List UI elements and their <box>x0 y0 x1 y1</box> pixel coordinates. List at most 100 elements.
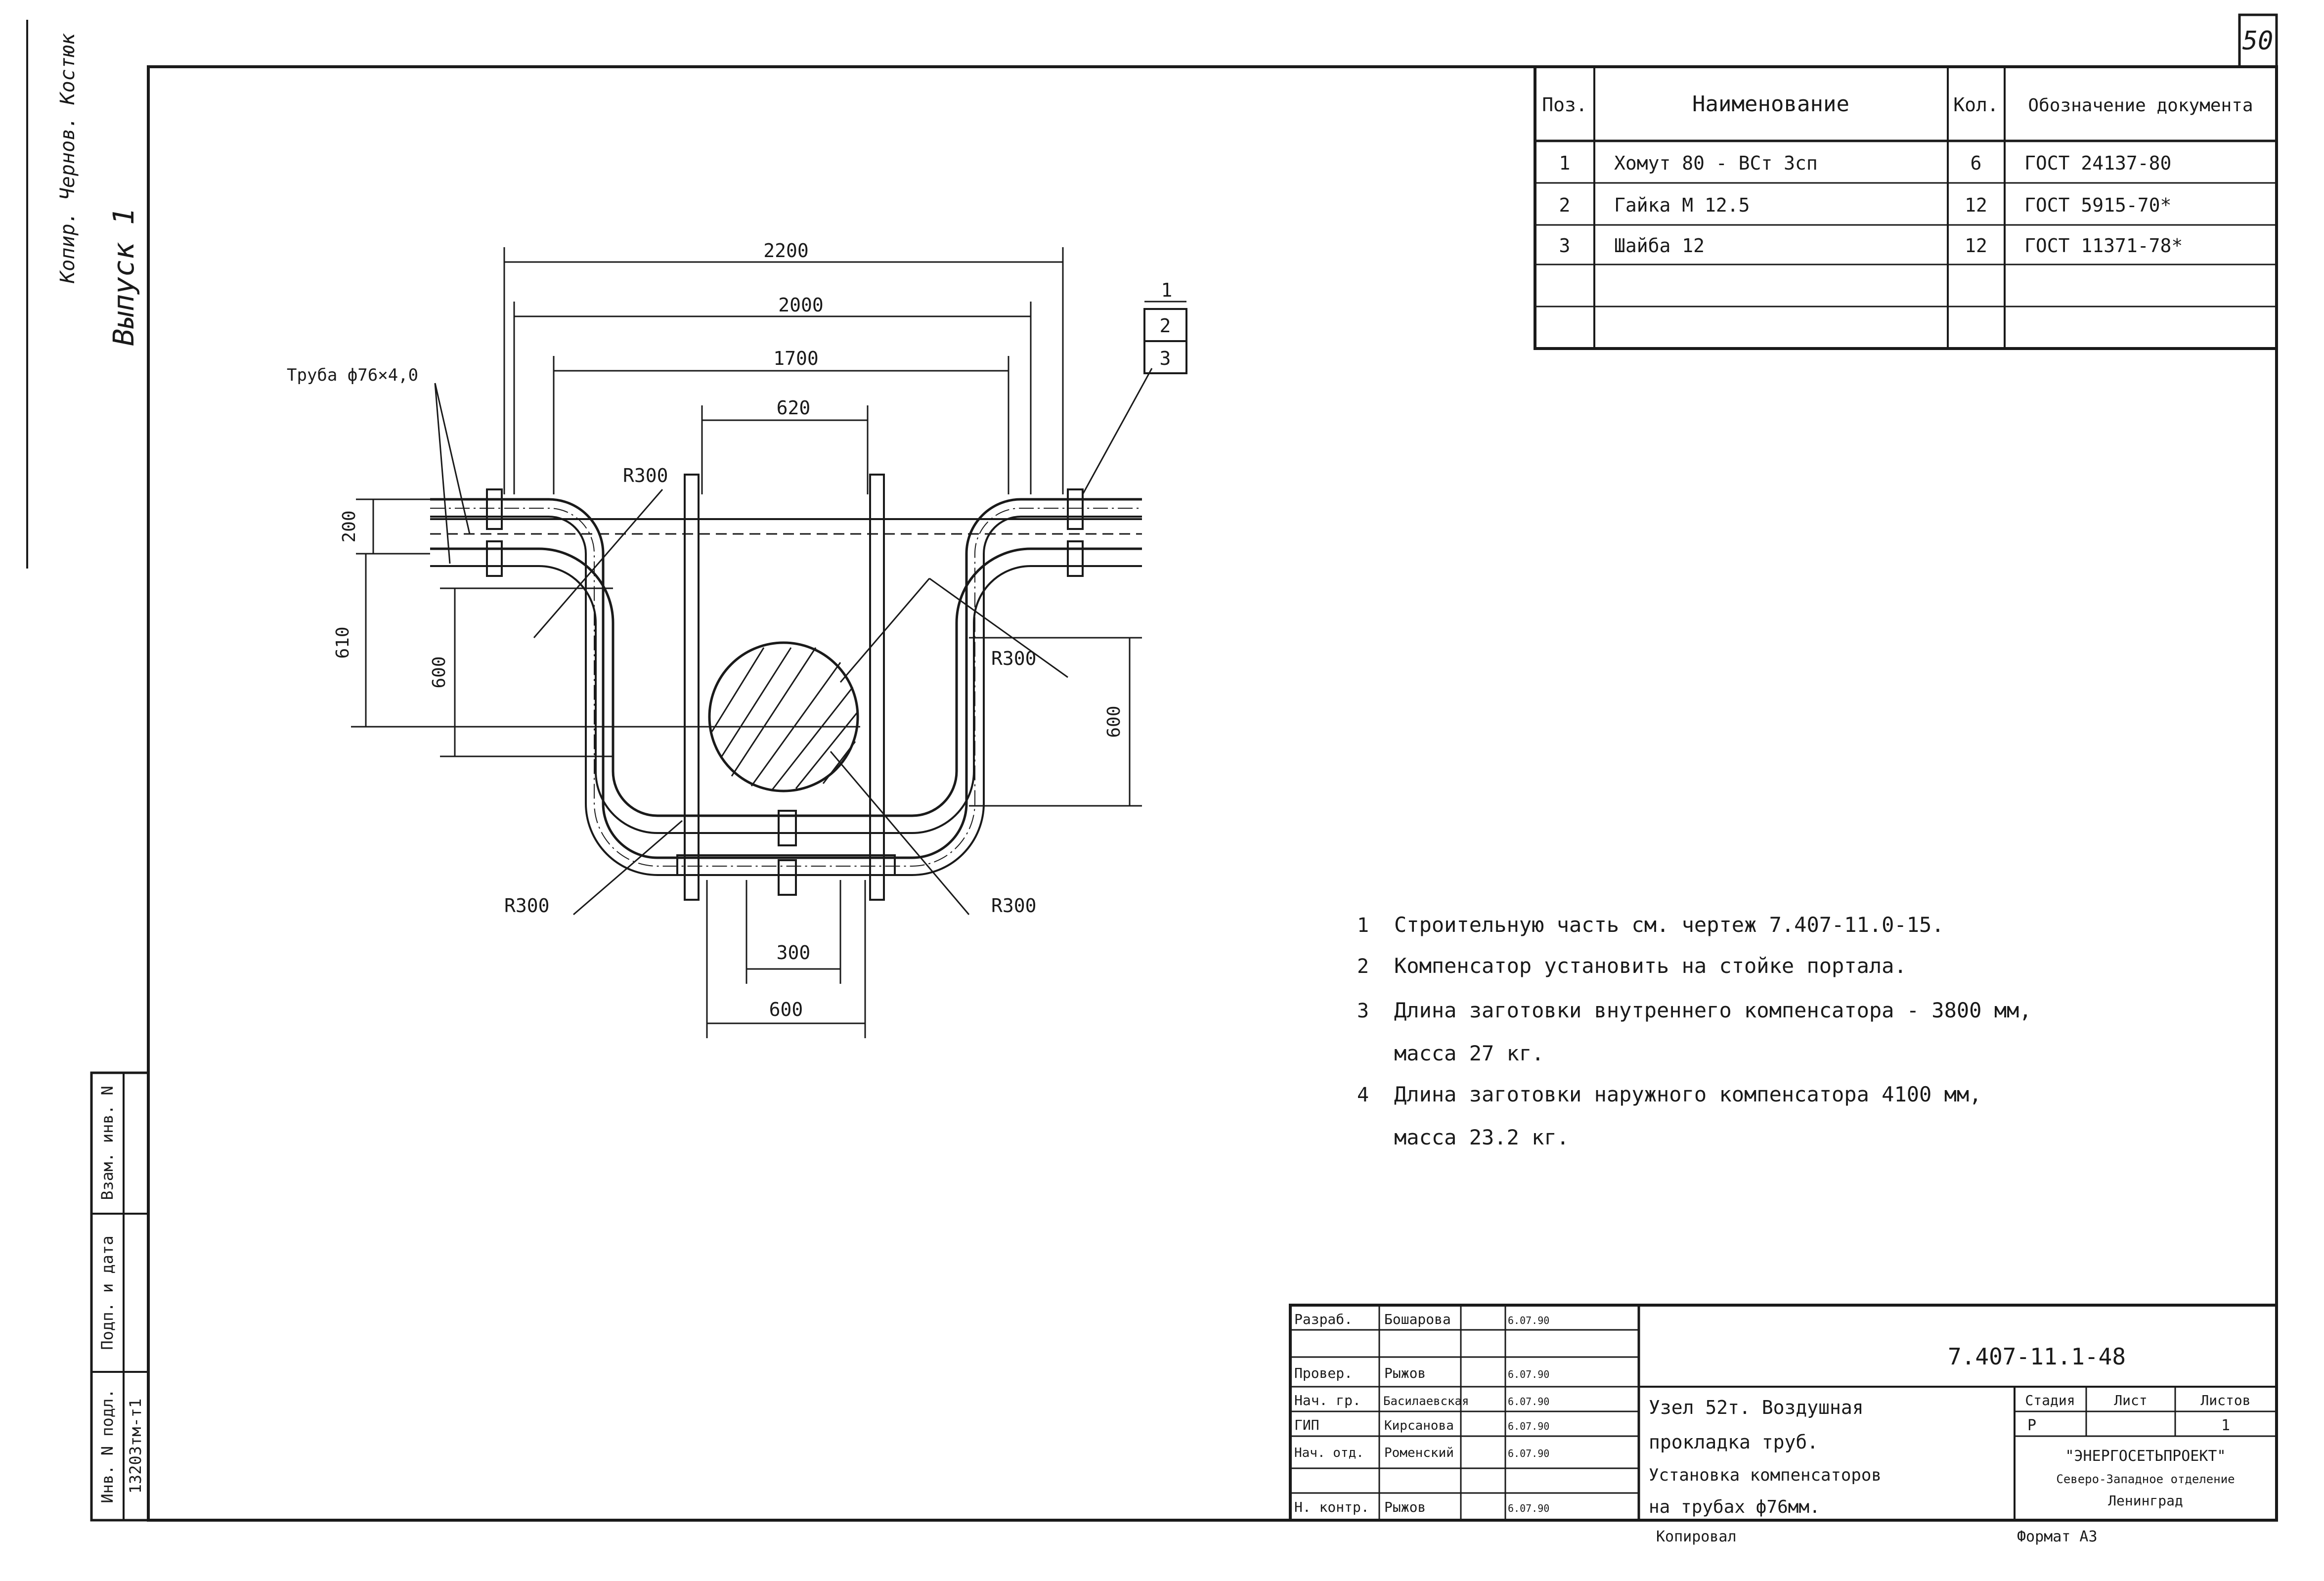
title-line: на трубах ф76мм. <box>1649 1497 1820 1517</box>
series-note: Выпуск 1 <box>107 208 140 346</box>
spec-header-qty: Кол. <box>1953 94 1999 116</box>
page-number: 50 <box>2242 26 2274 56</box>
dimension-label: 1700 <box>773 348 819 369</box>
left-margin-notes: Копир. Чернов. Костюк Выпуск 1 <box>26 20 140 569</box>
signer-role: Разраб. <box>1294 1311 1353 1327</box>
signer-name: Басилаевская <box>1383 1394 1469 1408</box>
spec-cell: ГОСТ 11371-78* <box>2024 235 2183 257</box>
hatch <box>711 647 859 791</box>
clamp <box>486 540 503 577</box>
note-text: Длина заготовки внутреннего компенсатора… <box>1394 998 2032 1022</box>
dimension-label: 300 <box>777 942 811 964</box>
signer-date: 6.07.90 <box>1508 1396 1549 1407</box>
signer-role: Н. контр. <box>1294 1499 1369 1515</box>
portal-post-right <box>869 474 885 901</box>
dimension-label: 600 <box>429 656 449 688</box>
signer-role: Провер. <box>1294 1365 1353 1381</box>
pipe-label: Труба ф76×4,0 <box>287 365 418 385</box>
spec-cell: 6 <box>1971 152 1982 174</box>
title-line: прокладка труб. <box>1649 1431 1818 1453</box>
org-line: Ленинград <box>2108 1493 2183 1509</box>
signer-name: Рыжов <box>1384 1499 1426 1515</box>
inv-number: 13203тм-т1 <box>126 1399 145 1494</box>
spec-header-pos: Поз. <box>1542 94 1587 116</box>
spec-cell: Гайка М 12.5 <box>1614 194 1750 216</box>
note-text: масса 27 кг. <box>1394 1041 1544 1065</box>
dimension-labels: 2200 2000 1700 620 200 610 600 600 300 6… <box>287 240 1172 1020</box>
org-line: Северо-Западное отделение <box>2056 1472 2235 1486</box>
spec-table <box>1534 65 2278 350</box>
spec-cell: 12 <box>1965 235 1987 257</box>
note-number: 3 <box>1357 1000 1369 1022</box>
note-text: Длина заготовки наружного компенсатора 4… <box>1394 1082 1981 1106</box>
dimension-label: 200 <box>339 510 359 542</box>
notes: 1 Строительную часть см. чертеж 7.407-11… <box>1357 913 2032 1149</box>
dimension-label: 2000 <box>778 294 824 316</box>
stamp-row-label: Инв. N подл. <box>98 1389 117 1503</box>
stage-label: Стадия <box>2025 1392 2075 1408</box>
callout-number: 1 <box>1161 279 1173 301</box>
radius-label: R300 <box>991 895 1037 917</box>
stamp-row-label: Взам. инв. N <box>98 1086 117 1200</box>
dimension-label: 600 <box>1104 705 1124 738</box>
radius-label: R300 <box>991 648 1037 669</box>
org-name: "ЭНЕРГОСЕТЬПРОЕКТ" <box>2065 1448 2226 1465</box>
spec-cell: ГОСТ 5915-70* <box>2024 194 2171 216</box>
pipe-drawing <box>351 247 1187 1038</box>
spec-header-doc: Обозначение документа <box>2028 95 2253 116</box>
signer-date: 6.07.90 <box>1508 1448 1549 1459</box>
signer-date: 6.07.90 <box>1508 1368 1549 1380</box>
sheets-label: Листов <box>2200 1392 2250 1408</box>
callout-number: 3 <box>1160 348 1171 369</box>
sheets-value: 1 <box>2221 1417 2230 1434</box>
title-line: Узел 52т. Воздушная <box>1649 1397 1864 1418</box>
dimension-label: 2200 <box>763 240 809 262</box>
signer-date: 6.07.90 <box>1508 1502 1549 1514</box>
signer-date: 6.07.90 <box>1508 1315 1549 1326</box>
signer-role: Нач. отд. <box>1294 1446 1364 1460</box>
note-text: Строительную часть см. чертеж 7.407-11.0… <box>1394 913 1944 937</box>
signer-name: Роменский <box>1384 1446 1454 1460</box>
signer-role: Нач. гр. <box>1294 1392 1361 1408</box>
dimension-label: 600 <box>769 999 803 1020</box>
outer-compensator <box>430 498 1142 859</box>
left-stamp: Инв. N подл. Подп. и дата Взам. инв. N 1… <box>90 1071 150 1522</box>
spec-cell: 1 <box>1559 152 1571 174</box>
spec-cell: 3 <box>1559 235 1571 257</box>
callout-number: 2 <box>1160 315 1171 337</box>
spec-header-name: Наименование <box>1692 91 1849 117</box>
doc-code: 7.407-11.1-48 <box>1948 1343 2126 1370</box>
spec-cell: 2 <box>1559 194 1571 216</box>
column-section <box>708 641 859 792</box>
signer-role: ГИП <box>1294 1417 1319 1433</box>
dimension-label: 620 <box>777 397 811 419</box>
clamp <box>486 488 503 530</box>
signer-name: Кирсанова <box>1384 1418 1454 1433</box>
note-text: масса 23.2 кг. <box>1394 1125 1569 1149</box>
copied-label: Копировал <box>1656 1528 1737 1545</box>
note-number: 1 <box>1357 914 1369 937</box>
radius-label: R300 <box>504 895 550 917</box>
spec-cell: ГОСТ 24137-80 <box>2024 152 2171 174</box>
spec-cell: Шайба 12 <box>1614 235 1705 257</box>
stage-value: Р <box>2027 1417 2036 1434</box>
format-label: Формат А3 <box>2017 1528 2098 1545</box>
copier-signature: Копир. Чернов. Костюк <box>56 33 79 284</box>
clamp <box>1067 540 1084 577</box>
title-block <box>1289 1304 2278 1522</box>
note-number: 4 <box>1357 1084 1369 1106</box>
spec-cell: Хомут 80 - ВСт 3сп <box>1614 152 1818 174</box>
title-line: Установка компенсаторов <box>1649 1465 1882 1485</box>
signer-name: Бошарова <box>1384 1311 1451 1327</box>
title-block-text: Разраб. Бошарова 6.07.90 Провер. Рыжов 6… <box>1294 1311 2251 1545</box>
spec-cell: 12 <box>1965 194 1987 216</box>
signer-name: Рыжов <box>1384 1365 1426 1381</box>
sheet-label: Лист <box>2114 1392 2147 1408</box>
note-number: 2 <box>1357 955 1369 978</box>
portal-post-left <box>684 474 700 901</box>
clamp <box>1067 488 1084 530</box>
clamp <box>778 810 797 846</box>
dimension-label: 610 <box>333 626 353 659</box>
note-text: Компенсатор установить на стойке портала… <box>1394 954 1907 978</box>
